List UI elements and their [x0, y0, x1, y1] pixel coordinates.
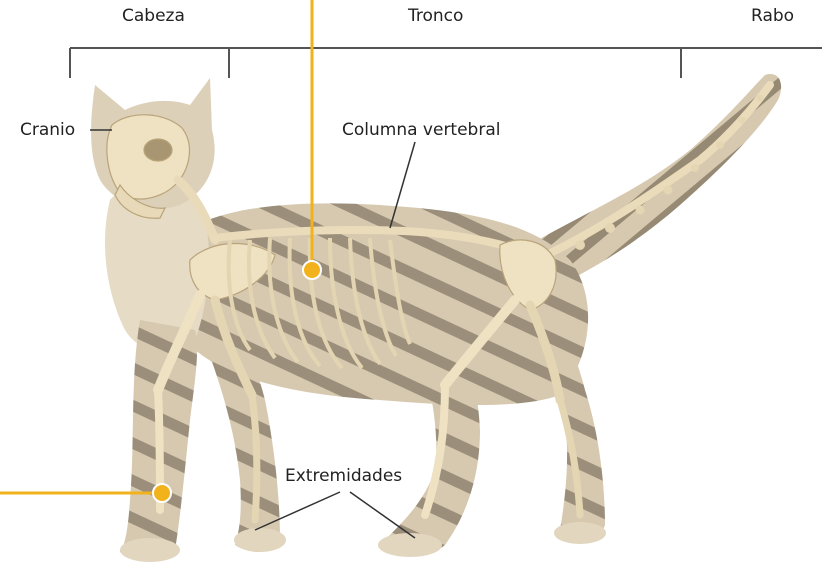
cat-paw-front-right — [234, 528, 286, 552]
cat-paw-hind-left — [378, 533, 442, 557]
skull-eye-socket — [144, 139, 172, 161]
spine-label: Columna vertebral — [342, 120, 500, 140]
trunk-callout-dot — [303, 261, 321, 279]
cat-paw-front-left — [120, 538, 180, 562]
cat-paw-hind-right — [554, 522, 606, 544]
limbs-label: Extremidades — [285, 466, 402, 486]
region-label-trunk: Tronco — [408, 6, 463, 26]
skull-label: Cranio — [20, 120, 75, 140]
region-label-tail: Rabo — [751, 6, 794, 26]
region-label-head: Cabeza — [122, 6, 185, 26]
limb-callout-dot — [153, 484, 171, 502]
region-brackets — [70, 48, 822, 78]
limbs-leader-line-right — [350, 492, 415, 538]
